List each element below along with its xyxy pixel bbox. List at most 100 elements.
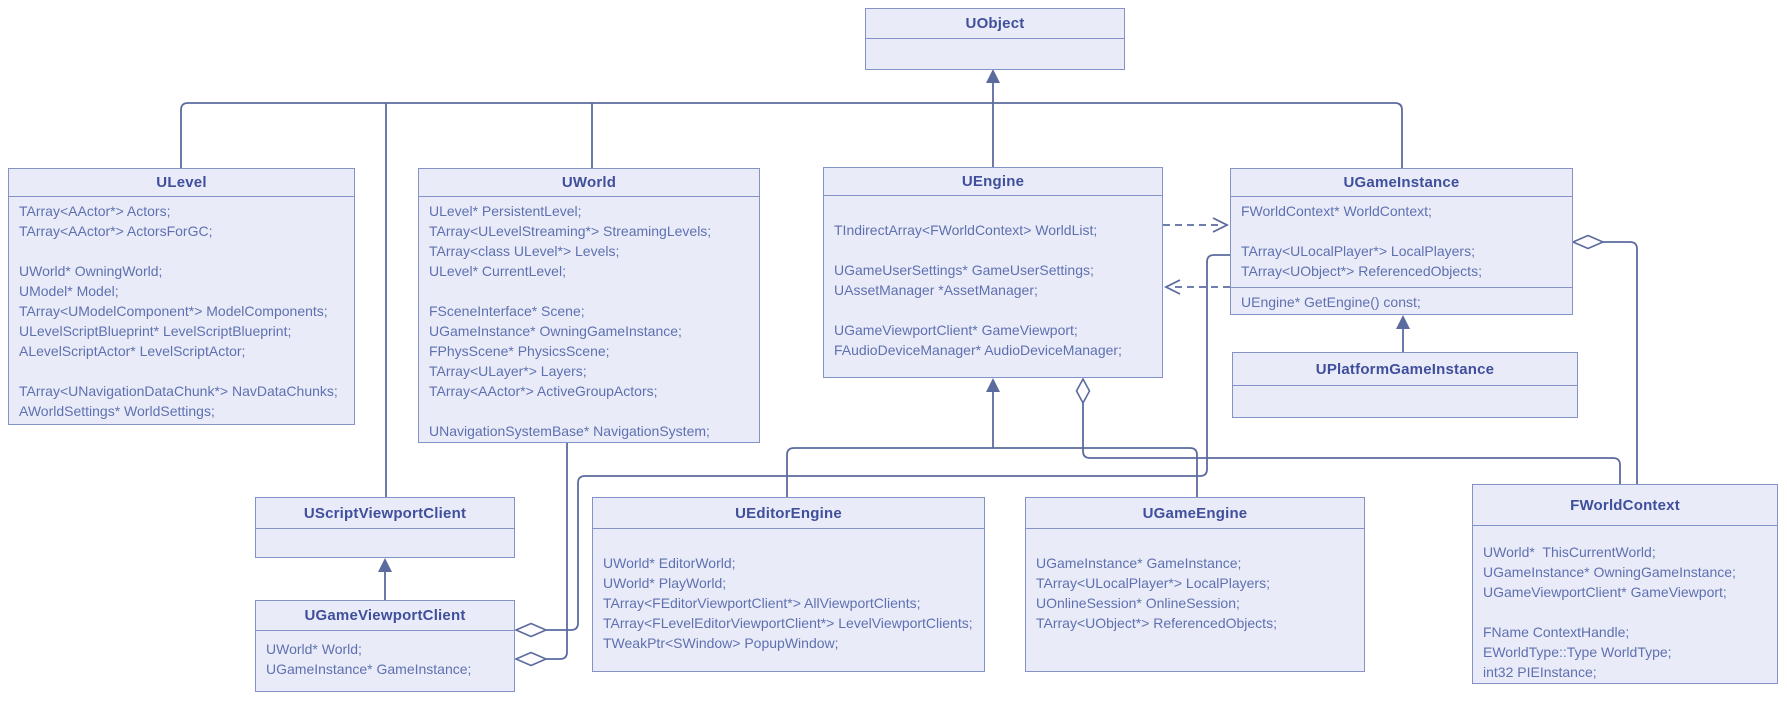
aggregation-uengine-fworldcontext[interactable]	[1075, 377, 1621, 484]
class-member: UNavigationSystemBase* NavigationSystem;	[429, 423, 710, 439]
class-fields: TIndirectArray<FWorldContext> WorldList;…	[824, 196, 1162, 377]
class-member	[603, 533, 978, 553]
class-member	[19, 361, 348, 381]
class-member: UGameInstance* GameInstance;	[266, 661, 472, 677]
class-member: ALevelScriptActor* LevelScriptActor;	[19, 343, 246, 359]
class-member	[19, 241, 348, 261]
class-member: TArray<UModelComponent*> ModelComponents…	[19, 303, 328, 319]
class-title: UPlatformGameInstance	[1233, 353, 1577, 386]
class-member: ULevelScriptBlueprint* LevelScriptBluepr…	[19, 323, 292, 339]
class-member: UEngine* GetEngine() const;	[1241, 294, 1421, 310]
class-member: TArray<UObject*> ReferencedObjects;	[1036, 615, 1277, 631]
class-member: UGameInstance* OwningGameInstance;	[1483, 564, 1736, 580]
aggregation-ugameviewportclient-uworld[interactable]	[513, 443, 568, 667]
class-fields: UWorld* ThisCurrentWorld; UGameInstance* …	[1473, 526, 1777, 683]
class-title: UGameInstance	[1231, 169, 1572, 197]
class-member: TWeakPtr<SWindow> PopupWindow;	[603, 635, 839, 651]
aggregation-diamond-uengine	[1075, 377, 1091, 405]
class-member: TArray<AActor*> ActorsForGC;	[19, 223, 213, 239]
generalization-uplatformgameinstance-to-ugameinstance[interactable]	[1396, 315, 1410, 352]
aggregation-ugameinstance-fworldcontext[interactable]	[1570, 234, 1638, 485]
triangle-arrowhead-uengine	[986, 378, 1000, 392]
class-member: TArray<ULocalPlayer*> LocalPlayers;	[1241, 243, 1475, 259]
dashed-dependency-uengine-to-ugameinstance[interactable]	[1163, 217, 1230, 233]
class-fields: TArray<AActor*> Actors; TArray<AActor*> A…	[9, 197, 354, 424]
generalization-bus-to-uengine[interactable]	[786, 378, 1198, 497]
class-title: ULevel	[9, 169, 354, 197]
class-ugameviewportclient[interactable]: UGameViewportClient UWorld* World; UGameI…	[255, 600, 515, 692]
class-uengine[interactable]: UEngine TIndirectArray<FWorldContext> Wo…	[823, 167, 1163, 378]
class-member	[834, 300, 1156, 320]
class-ugameinstance[interactable]: UGameInstance FWorldContext* WorldContex…	[1230, 168, 1573, 315]
aggregation-diamond-gameinstance-row	[513, 651, 549, 667]
class-uworld[interactable]: UWorld ULevel* PersistentLevel;TArray<UL…	[418, 168, 760, 443]
class-member: TArray<ULayer*> Layers;	[429, 363, 587, 379]
class-fields	[1233, 386, 1577, 417]
class-fworldcontext[interactable]: FWorldContext UWorld* ThisCurrentWorld;U…	[1472, 484, 1778, 684]
class-title: FWorldContext	[1473, 485, 1777, 526]
class-member: TArray<AActor*> Actors;	[19, 203, 171, 219]
class-fields	[256, 529, 514, 557]
generalization-bus-to-uobject[interactable]	[180, 69, 1403, 497]
class-member: TArray<class ULevel*> Levels;	[429, 243, 620, 259]
class-ulevel[interactable]: ULevel TArray<AActor*> Actors;TArray<AAc…	[8, 168, 355, 425]
class-title: UEngine	[824, 168, 1162, 196]
class-member: UGameViewportClient* GameViewport;	[834, 322, 1078, 338]
class-member: TArray<AActor*> ActiveGroupActors;	[429, 383, 658, 399]
class-fields: UWorld* EditorWorld;UWorld* PlayWorld;TA…	[593, 529, 984, 671]
class-member: FName ContextHandle;	[1483, 624, 1630, 640]
open-arrowhead-left	[1163, 279, 1181, 295]
class-member	[429, 401, 753, 421]
class-member: int32 PIEInstance;	[1483, 664, 1597, 680]
class-member: ULevel* CurrentLevel;	[429, 263, 566, 279]
class-member: UWorld* PlayWorld;	[603, 575, 727, 591]
class-member: UGameInstance* GameInstance;	[1036, 555, 1242, 571]
class-member: TArray<FLevelEditorViewportClient*> Leve…	[603, 615, 973, 631]
class-member	[1036, 533, 1358, 553]
class-title: UObject	[866, 9, 1124, 39]
class-member: EWorldType::Type WorldType;	[1483, 644, 1672, 660]
class-member: TArray<ULocalPlayer*> LocalPlayers;	[1036, 575, 1270, 591]
triangle-arrowhead-uobject	[986, 69, 1000, 83]
class-member: UGameUserSettings* GameUserSettings;	[834, 262, 1094, 278]
class-member: UOnlineSession* OnlineSession;	[1036, 595, 1240, 611]
class-member: TArray<UNavigationDataChunk*> NavDataChu…	[19, 383, 338, 399]
aggregation-ugameviewportclient-ugameinstance[interactable]	[513, 254, 1230, 638]
class-member: AWorldSettings* WorldSettings;	[19, 403, 215, 419]
generalization-ugameviewportclient-to-uscriptviewportclient[interactable]	[378, 558, 392, 600]
class-member: UAssetManager *AssetManager;	[834, 282, 1038, 298]
class-member: UWorld* OwningWorld;	[19, 263, 163, 279]
class-fields	[866, 39, 1124, 69]
class-uscriptviewportclient[interactable]: UScriptViewportClient	[255, 497, 515, 558]
triangle-arrowhead-uscriptviewportclient	[378, 558, 392, 572]
class-title: UWorld	[419, 169, 759, 197]
class-member: UModel* Model;	[19, 283, 119, 299]
class-member: FAudioDeviceManager* AudioDeviceManager;	[834, 342, 1122, 358]
class-member: UGameViewportClient* GameViewport;	[1483, 584, 1727, 600]
class-uplatformgameinstance[interactable]: UPlatformGameInstance	[1232, 352, 1578, 418]
triangle-arrowhead-ugameinstance	[1396, 315, 1410, 329]
class-member: FPhysScene* PhysicsScene;	[429, 343, 610, 359]
class-uobject[interactable]: UObject	[865, 8, 1125, 70]
aggregation-diamond-world-row	[513, 622, 549, 638]
dashed-dependency-ugameinstance-to-uengine[interactable]	[1163, 279, 1230, 295]
class-member	[1483, 602, 1771, 622]
class-title: UEditorEngine	[593, 498, 984, 529]
class-title: UGameViewportClient	[256, 601, 514, 631]
class-title: UGameEngine	[1026, 498, 1364, 529]
class-ueditorengine[interactable]: UEditorEngine UWorld* EditorWorld;UWorld…	[592, 497, 985, 672]
class-member: UWorld* World;	[266, 641, 362, 657]
class-member: TArray<FEditorViewportClient*> AllViewpo…	[603, 595, 921, 611]
class-member: UGameInstance* OwningGameInstance;	[429, 323, 682, 339]
class-methods: UEngine* GetEngine() const;	[1231, 288, 1572, 314]
class-member: UWorld* ThisCurrentWorld;	[1483, 544, 1656, 560]
open-arrowhead-right	[1212, 217, 1230, 233]
class-ugameengine[interactable]: UGameEngine UGameInstance* GameInstance;…	[1025, 497, 1365, 672]
class-fields: ULevel* PersistentLevel;TArray<ULevelStr…	[419, 197, 759, 442]
class-member: FSceneInterface* Scene;	[429, 303, 585, 319]
class-fields: UWorld* World; UGameInstance* GameInstanc…	[256, 631, 514, 691]
class-fields: FWorldContext* WorldContext;TArray<ULoca…	[1231, 197, 1572, 288]
class-member	[834, 200, 1156, 220]
